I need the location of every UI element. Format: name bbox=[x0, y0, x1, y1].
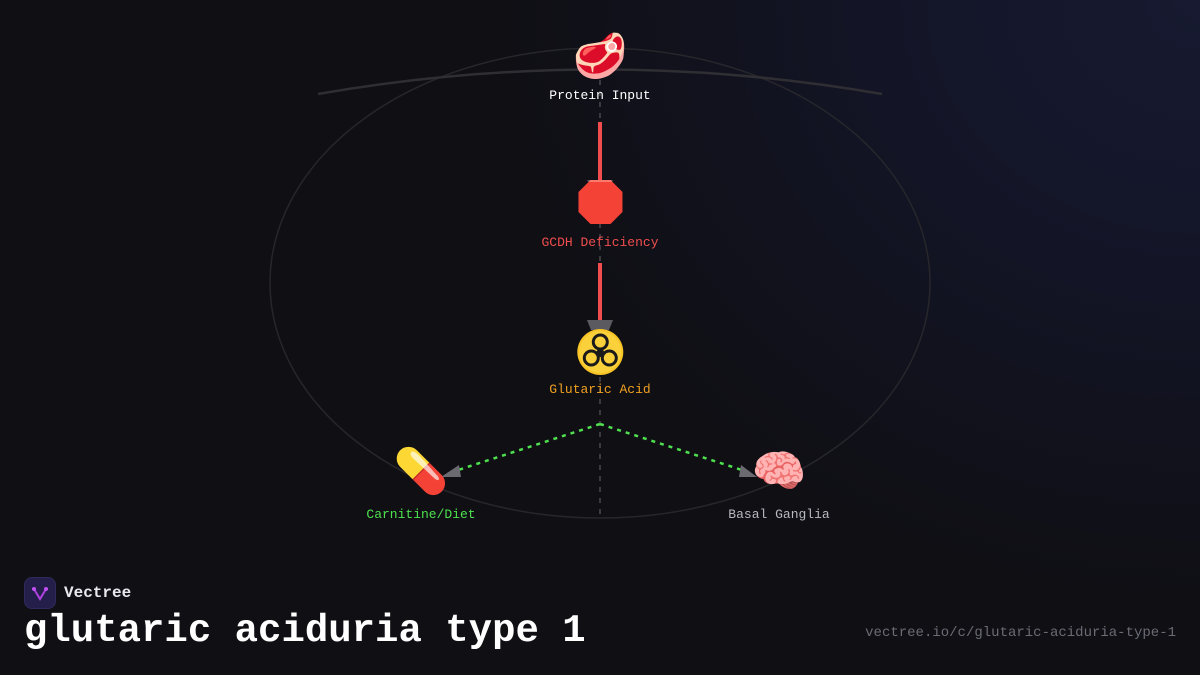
vectree-logo-icon bbox=[24, 577, 56, 609]
edge-glutaric-carnitine bbox=[454, 422, 601, 473]
node-label: Glutaric Acid bbox=[549, 382, 651, 397]
pill-icon: 💊 bbox=[393, 450, 449, 500]
node-protein-input[interactable]: 🥩 Protein Input bbox=[549, 36, 650, 103]
node-carnitine-diet[interactable]: 💊 Carnitine/Diet bbox=[366, 451, 475, 522]
node-label: GCDH Deficiency bbox=[541, 235, 659, 250]
guide-arc bbox=[317, 68, 883, 96]
guide-ellipse bbox=[269, 47, 931, 519]
node-basal-ganglia[interactable]: 🧠 Basal Ganglia bbox=[728, 451, 829, 522]
meat-icon: 🥩 bbox=[572, 35, 628, 85]
arrowhead bbox=[739, 465, 757, 477]
page-url[interactable]: vectree.io/c/glutaric-aciduria-type-1 bbox=[865, 625, 1176, 641]
node-label: Basal Ganglia bbox=[728, 507, 830, 522]
node-gcdh-deficiency[interactable]: GCDH Deficiency bbox=[541, 178, 659, 250]
page-title: glutaric aciduria type 1 bbox=[24, 609, 586, 653]
brand-name: Vectree bbox=[64, 584, 132, 602]
edge-glutaric-basal bbox=[599, 422, 746, 473]
node-label: Protein Input bbox=[549, 88, 651, 103]
node-label: Carnitine/Diet bbox=[366, 507, 476, 522]
node-glutaric-acid[interactable]: Glutaric Acid bbox=[549, 328, 651, 397]
biohazard-icon bbox=[576, 329, 623, 375]
stop-sign-icon bbox=[578, 180, 622, 224]
brand: Vectree bbox=[24, 577, 131, 609]
arrowhead bbox=[441, 465, 461, 477]
brain-icon: 🧠 bbox=[751, 450, 807, 500]
arrowhead bbox=[587, 320, 613, 330]
